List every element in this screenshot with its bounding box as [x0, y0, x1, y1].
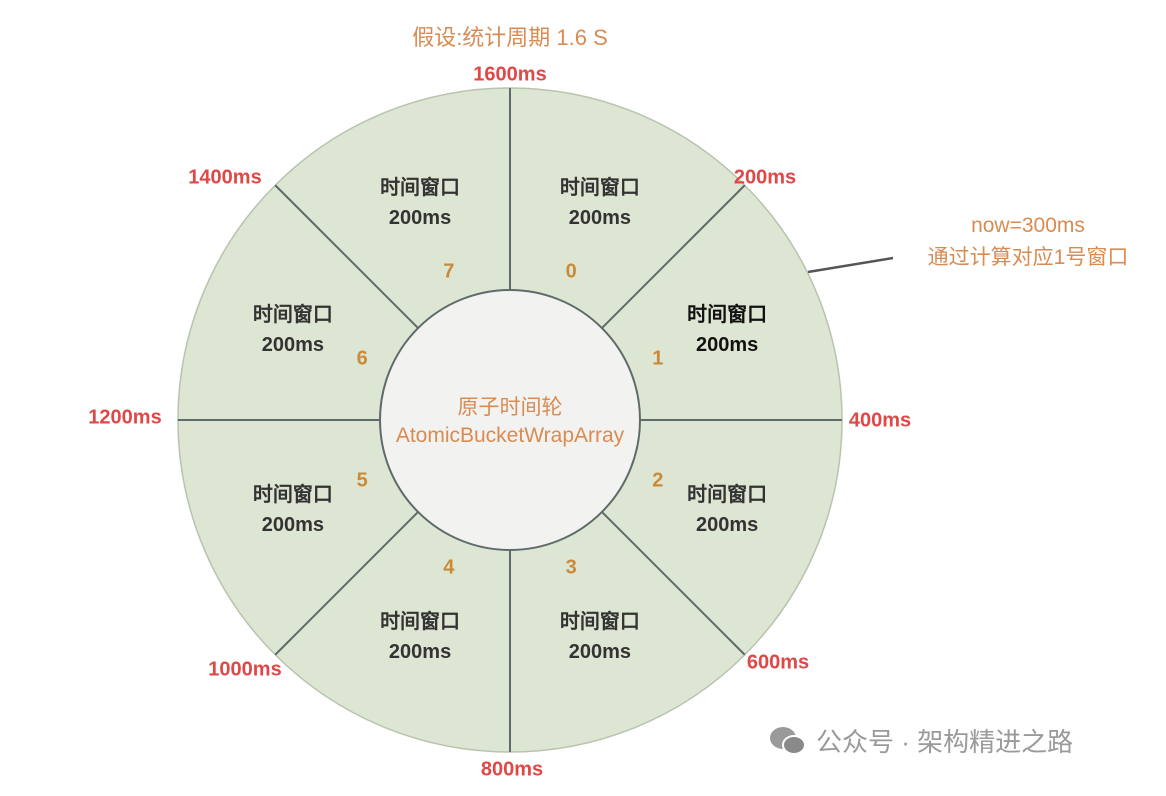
- tick-label: 1400ms: [188, 166, 262, 189]
- center-title: 原子时间轮: [457, 396, 563, 419]
- tick-label: 1600ms: [473, 63, 547, 86]
- segment-label: 时间窗口: [559, 176, 640, 199]
- time-window-segment: 时间窗口 200ms: [687, 300, 767, 360]
- time-window-segment: 时间窗口 200ms: [253, 480, 333, 540]
- segment-index: 5: [356, 469, 368, 492]
- segment-index: 2: [652, 469, 664, 492]
- time-window-segment: 时间窗口 200ms: [380, 173, 460, 233]
- segment-label: 时间窗口: [252, 483, 333, 506]
- segment-label: 时间窗口: [687, 304, 768, 327]
- annotation-pointer-line: [807, 256, 894, 274]
- diagram-title: 假设:统计周期 1.6 S: [412, 25, 608, 50]
- segment-label: 时间窗口: [380, 611, 461, 634]
- tick-label: 1200ms: [88, 406, 162, 429]
- watermark: 公众号 · 架构精进之路: [768, 722, 1073, 759]
- segment-divider: [601, 184, 746, 329]
- now-annotation-line2: 通过计算对应1号窗口: [927, 246, 1129, 269]
- tick-label: 200ms: [733, 166, 797, 189]
- segment-index: 4: [443, 556, 455, 579]
- segment-duration: 200ms: [568, 206, 632, 229]
- segment-index: 6: [356, 347, 368, 370]
- tick-label: 600ms: [746, 651, 810, 674]
- segment-divider: [274, 511, 419, 656]
- segment-index: 3: [565, 556, 577, 579]
- segment-index: 7: [443, 260, 455, 283]
- wechat-icon: [770, 726, 806, 755]
- watermark-text: 公众号 · 架构精进之路: [816, 727, 1074, 757]
- segment-label: 时间窗口: [687, 483, 768, 506]
- segment-duration: 200ms: [695, 513, 759, 536]
- segment-duration: 200ms: [261, 334, 325, 357]
- inner-circle: [379, 289, 641, 551]
- segment-index: 1: [652, 347, 664, 370]
- time-window-segment: 时间窗口 200ms: [687, 480, 767, 540]
- segment-divider: [601, 511, 746, 656]
- time-window-segment: 时间窗口 200ms: [560, 173, 640, 233]
- time-window-segment: 时间窗口 200ms: [380, 607, 460, 667]
- segment-duration: 200ms: [388, 641, 452, 664]
- tick-label: 1000ms: [208, 658, 282, 681]
- segment-divider: [274, 184, 419, 329]
- center-subtitle: AtomicBucketWrapArray: [395, 424, 625, 447]
- tick-label: 800ms: [480, 758, 544, 781]
- segment-label: 时间窗口: [559, 611, 640, 634]
- now-annotation: now=300ms 通过计算对应1号窗口: [928, 210, 1129, 274]
- time-window-segment: 时间窗口 200ms: [560, 607, 640, 667]
- segment-index: 0: [565, 260, 577, 283]
- segment-duration: 200ms: [388, 206, 452, 229]
- segment-duration: 200ms: [695, 334, 759, 357]
- now-annotation-line1: now=300ms: [971, 214, 1085, 237]
- segment-label: 时间窗口: [380, 176, 461, 199]
- segment-duration: 200ms: [568, 641, 632, 664]
- segment-duration: 200ms: [261, 513, 325, 536]
- tick-label: 400ms: [848, 409, 912, 432]
- segment-label: 时间窗口: [252, 304, 333, 327]
- time-window-segment: 时间窗口 200ms: [253, 300, 333, 360]
- center-label: 原子时间轮 AtomicBucketWrapArray: [396, 394, 624, 450]
